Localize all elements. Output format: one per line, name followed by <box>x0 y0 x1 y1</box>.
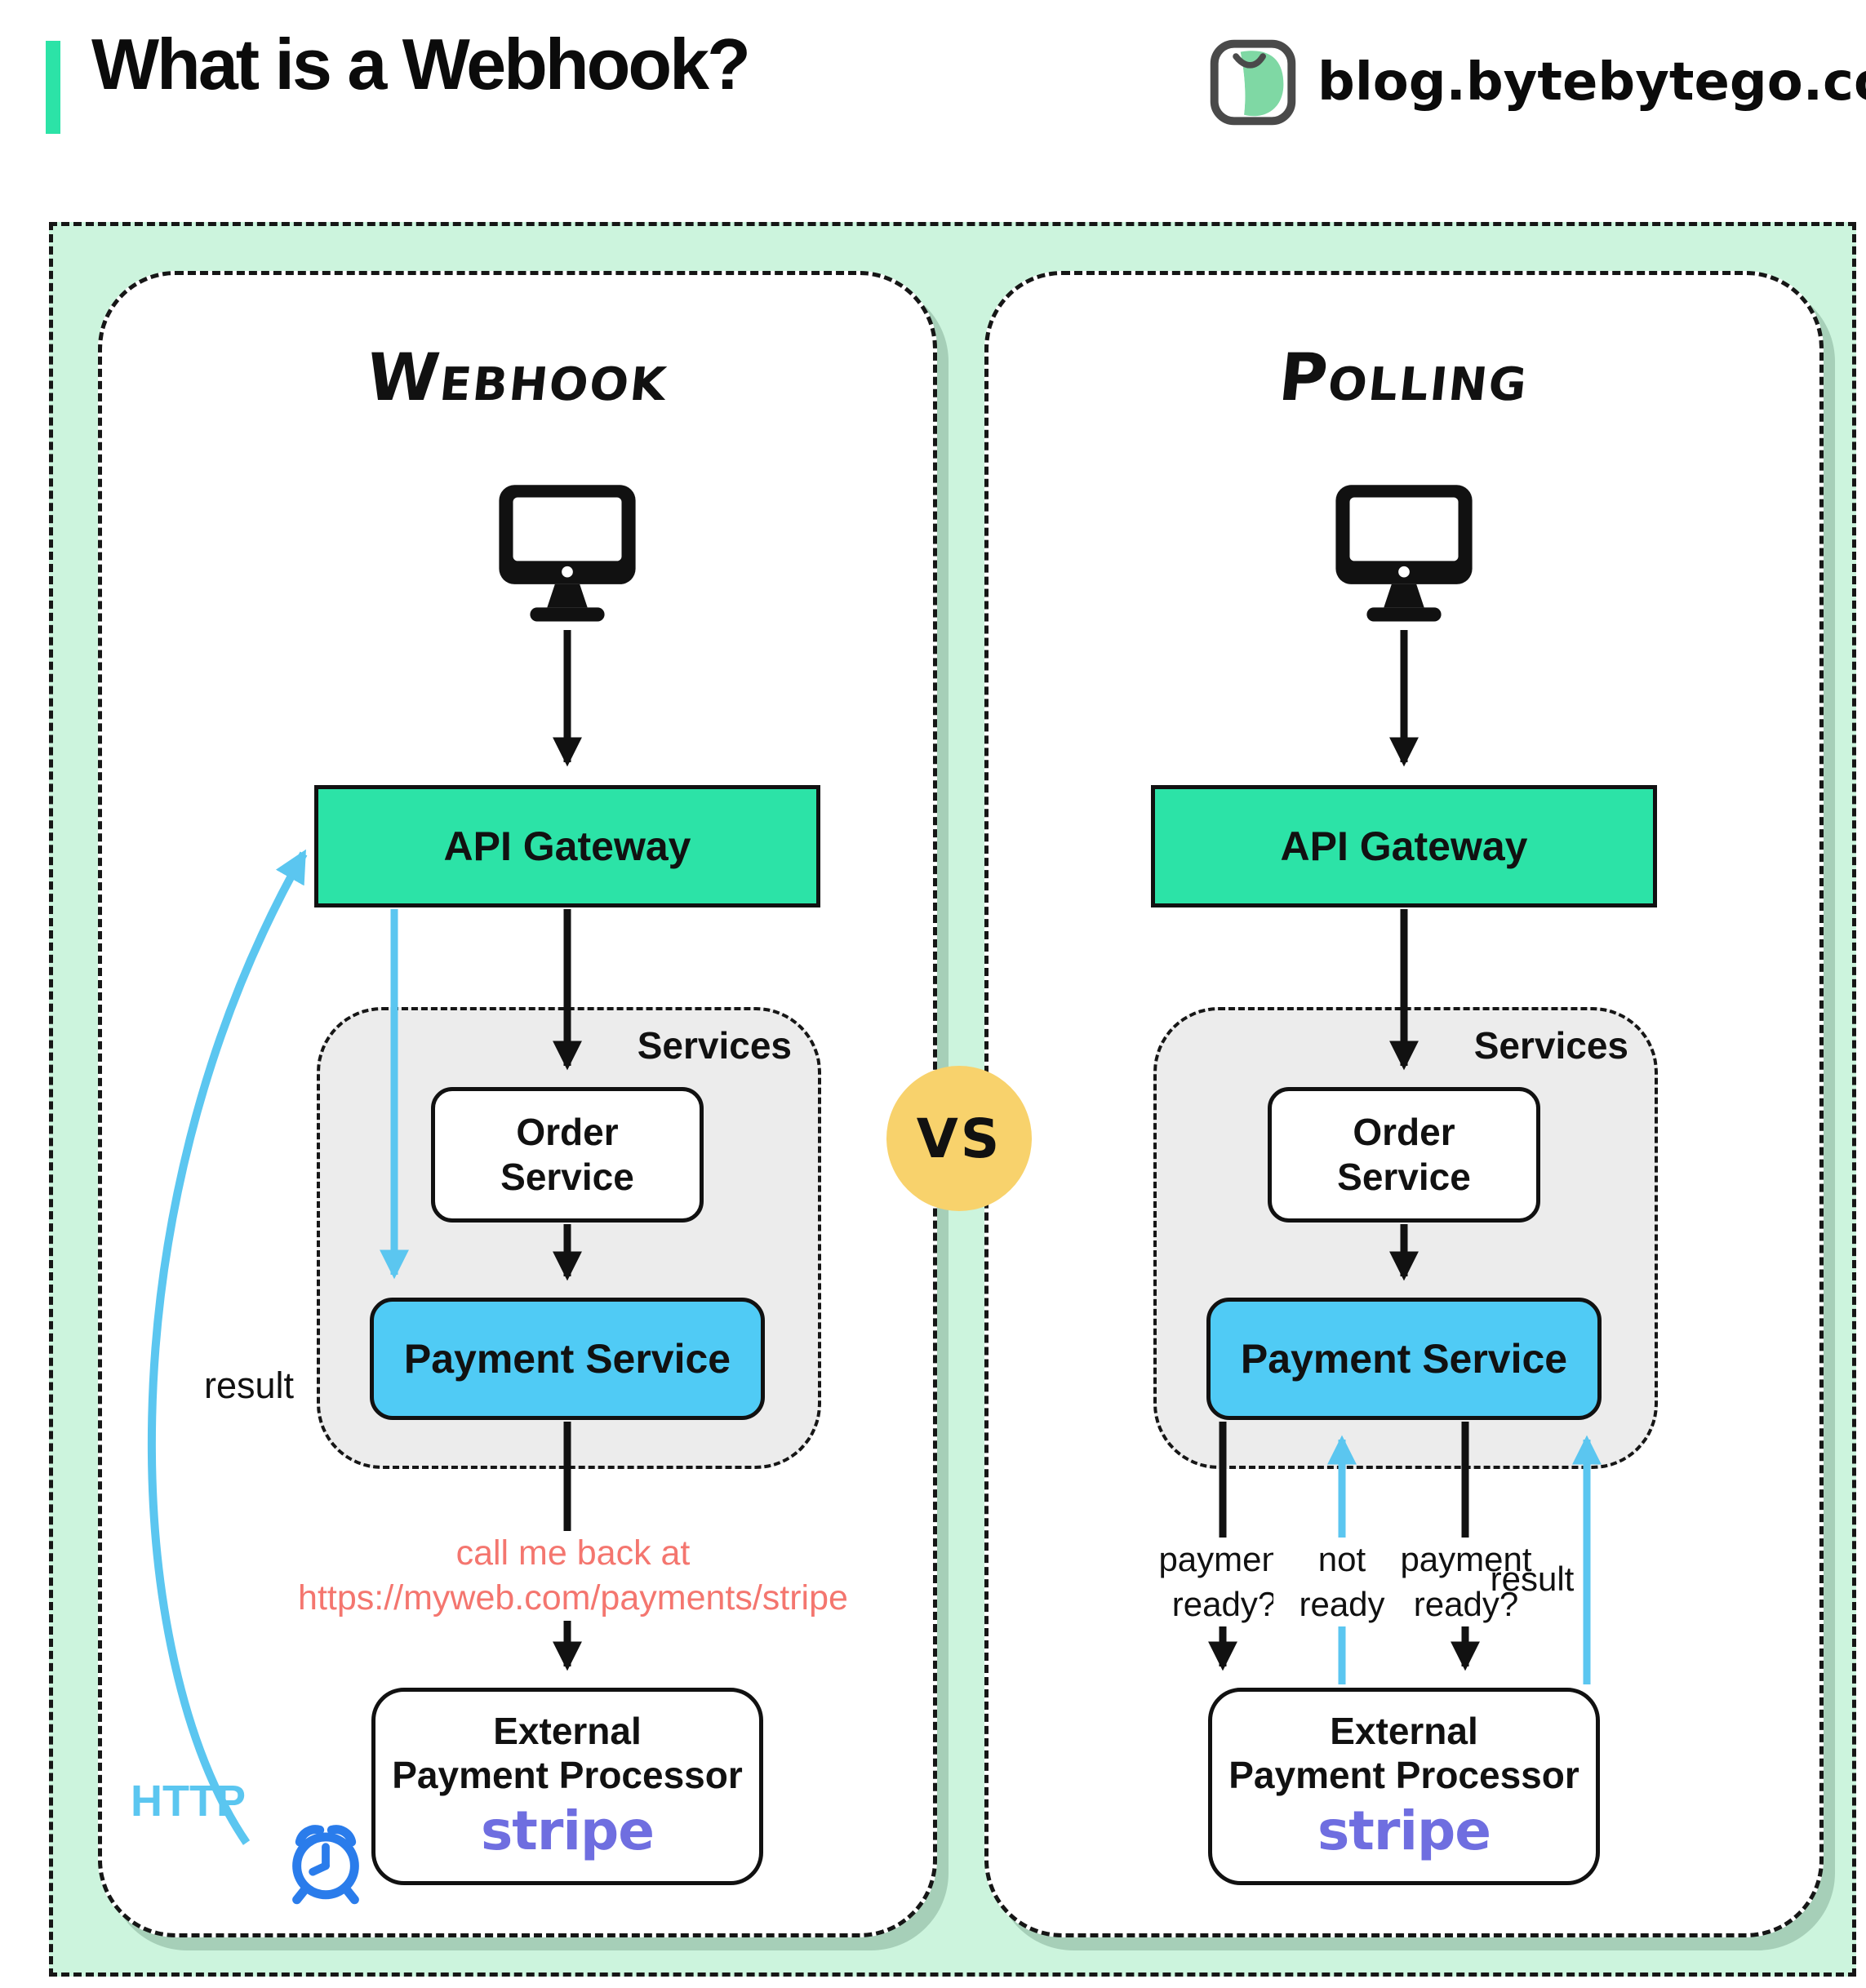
order-service-label-line2: Service <box>1337 1156 1471 1198</box>
http-label: HTTP <box>131 1777 246 1826</box>
external-label-line2: Payment Processor <box>1228 1753 1579 1796</box>
payment-service-node: Payment Service <box>370 1298 765 1420</box>
webhook-panel-title: Webhook <box>362 339 673 415</box>
api-gateway-label: API Gateway <box>1280 823 1528 869</box>
api-gateway-label: API Gateway <box>443 823 691 869</box>
api-gateway-node: API Gateway <box>1151 785 1657 907</box>
stripe-logo: stripe <box>1317 1799 1491 1863</box>
vs-badge: VS <box>886 1066 1032 1211</box>
payment-service-node: Payment Service <box>1206 1298 1602 1420</box>
order-service-node: Order Service <box>431 1087 704 1223</box>
alarm-clock-icon <box>292 1825 359 1905</box>
external-payment-processor-node: External Payment Processor stripe <box>371 1688 763 1885</box>
payment-service-label: Payment Service <box>403 1336 731 1382</box>
stripe-logo: stripe <box>480 1799 655 1863</box>
external-label-line2: Payment Processor <box>392 1753 743 1796</box>
client-computer-icon <box>1335 485 1473 622</box>
order-service-label-line1: Order <box>1353 1110 1455 1153</box>
api-gateway-node: API Gateway <box>314 785 820 907</box>
services-group-label: Services <box>637 1024 792 1067</box>
services-group-label: Services <box>1473 1024 1628 1067</box>
external-label-line1: External <box>493 1710 642 1753</box>
external-label-line1: External <box>1330 1710 1478 1753</box>
callback-note-line2: https://myweb.com/payments/stripe <box>298 1578 848 1618</box>
bytebytego-logo-icon <box>1210 39 1296 126</box>
external-payment-processor-node: External Payment Processor stripe <box>1208 1688 1600 1885</box>
page-title: What is a Webhook? <box>91 24 751 104</box>
payment-service-label: Payment Service <box>1240 1336 1568 1382</box>
site-url: blog.bytebytego.com <box>1317 52 1866 113</box>
callback-note-line1: call me back at <box>455 1533 691 1573</box>
title-accent-bar <box>46 41 60 134</box>
order-service-label-line2: Service <box>500 1156 634 1198</box>
order-service-label-line1: Order <box>516 1110 619 1153</box>
client-computer-icon <box>499 485 636 622</box>
webhook-result-label: result <box>203 1365 295 1406</box>
polling-result-label: result <box>1490 1560 1575 1598</box>
polling-panel-title: Polling <box>1275 339 1533 415</box>
callback-url-note: call me back at https://myweb.com/paymen… <box>269 1531 877 1622</box>
order-service-node: Order Service <box>1268 1087 1540 1223</box>
